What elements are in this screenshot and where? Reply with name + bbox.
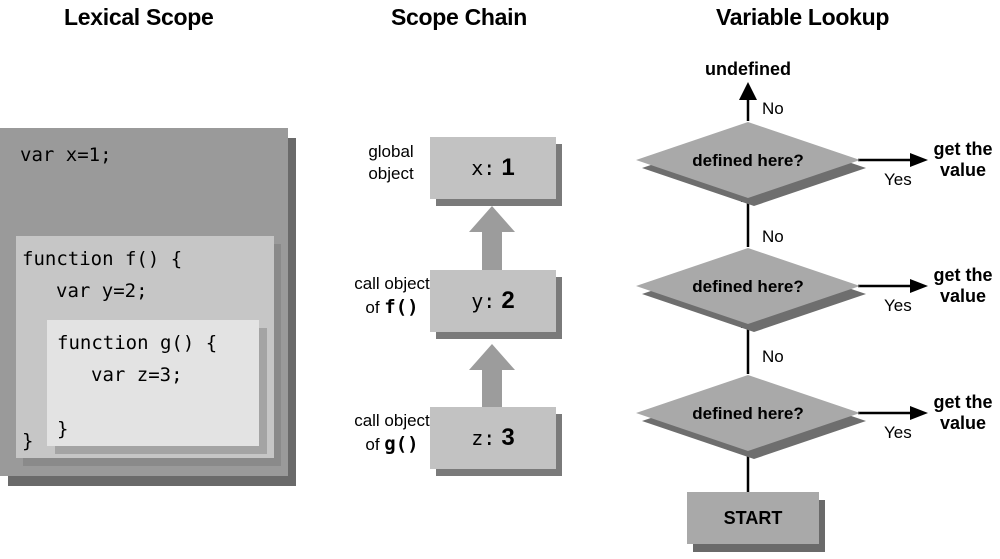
result-line1: get the: [933, 139, 993, 159]
variable-lookup-title: Variable Lookup: [716, 4, 890, 30]
chain-node-label-global: global object: [352, 141, 430, 185]
chain-node-value-y: y:2: [430, 270, 556, 332]
lexical-scope-boxes: [0, 128, 296, 486]
yes-label: Yes: [884, 170, 912, 189]
arrowhead-right: [910, 153, 928, 167]
no-label: No: [762, 347, 784, 366]
scope-chain-nodes: [430, 137, 562, 476]
decision-diamond-2: [636, 248, 860, 324]
decision-diamond-3: [636, 122, 860, 198]
decision-text: defined here?: [692, 151, 804, 170]
start-box: [687, 492, 819, 544]
value-name: z:: [471, 426, 496, 450]
code-var-y: var y=2;: [56, 280, 148, 302]
code-function-g: function g() {: [57, 332, 218, 354]
chain-node-value-z: z:3: [430, 407, 556, 469]
start-label: START: [723, 508, 783, 528]
global-object-box: [430, 137, 556, 199]
value-number: 2: [501, 287, 515, 314]
function-name: g(): [384, 433, 419, 456]
chain-node-label-f: call object of f(): [350, 273, 434, 320]
no-label: No: [762, 99, 784, 118]
label-line2: object: [368, 164, 414, 184]
code-var-x: var x=1;: [20, 144, 112, 166]
label-line1: call object: [354, 274, 430, 293]
label-line2: of: [365, 298, 385, 318]
result-line2: value: [939, 412, 987, 433]
code-function-f: function f() {: [22, 248, 183, 270]
lexical-scope-title: Lexical Scope: [64, 4, 214, 30]
chain-arrow-up-1: [469, 206, 515, 272]
value-name: y:: [471, 289, 496, 313]
chain-node-value-x: x:1: [430, 137, 556, 199]
yes-label: Yes: [884, 423, 912, 442]
undefined-label: undefined: [705, 59, 791, 79]
call-object-f-box: [430, 270, 556, 332]
scope-chain-title: Scope Chain: [391, 4, 528, 30]
label-line1: global: [368, 142, 414, 161]
value-number: 3: [501, 424, 515, 451]
get-value-label: get the value: [928, 265, 998, 306]
decision-text: defined here?: [692, 404, 804, 423]
code-var-z: var z=3;: [91, 364, 183, 386]
result-line1: get the: [933, 392, 993, 412]
label-line1: call object: [354, 411, 430, 430]
g-scope-box: [47, 320, 259, 446]
result-line2: value: [939, 159, 987, 180]
result-line1: get the: [933, 265, 993, 285]
chain-arrow-up-2: [469, 344, 515, 408]
function-name: f(): [384, 296, 419, 319]
arrowhead-right: [910, 406, 928, 420]
get-value-label: get the value: [928, 392, 998, 433]
label-line2: of: [365, 435, 385, 455]
code-close-g: }: [57, 418, 69, 440]
call-object-g-box: [430, 407, 556, 469]
scope-chain-arrows: [469, 206, 515, 408]
result-line2: value: [939, 285, 987, 306]
value-number: 1: [501, 154, 515, 181]
decision-text: defined here?: [692, 277, 804, 296]
arrowhead-right: [910, 279, 928, 293]
yes-label: Yes: [884, 296, 912, 315]
decision-diamond-1: [636, 375, 860, 451]
code-close-f: }: [22, 430, 34, 452]
arrowhead-up: [739, 82, 757, 100]
value-name: x:: [471, 156, 496, 180]
lookup-flowchart: [636, 82, 928, 552]
chain-node-label-g: call object of g(): [350, 410, 434, 457]
get-value-label: get the value: [928, 139, 998, 180]
no-label: No: [762, 227, 784, 246]
